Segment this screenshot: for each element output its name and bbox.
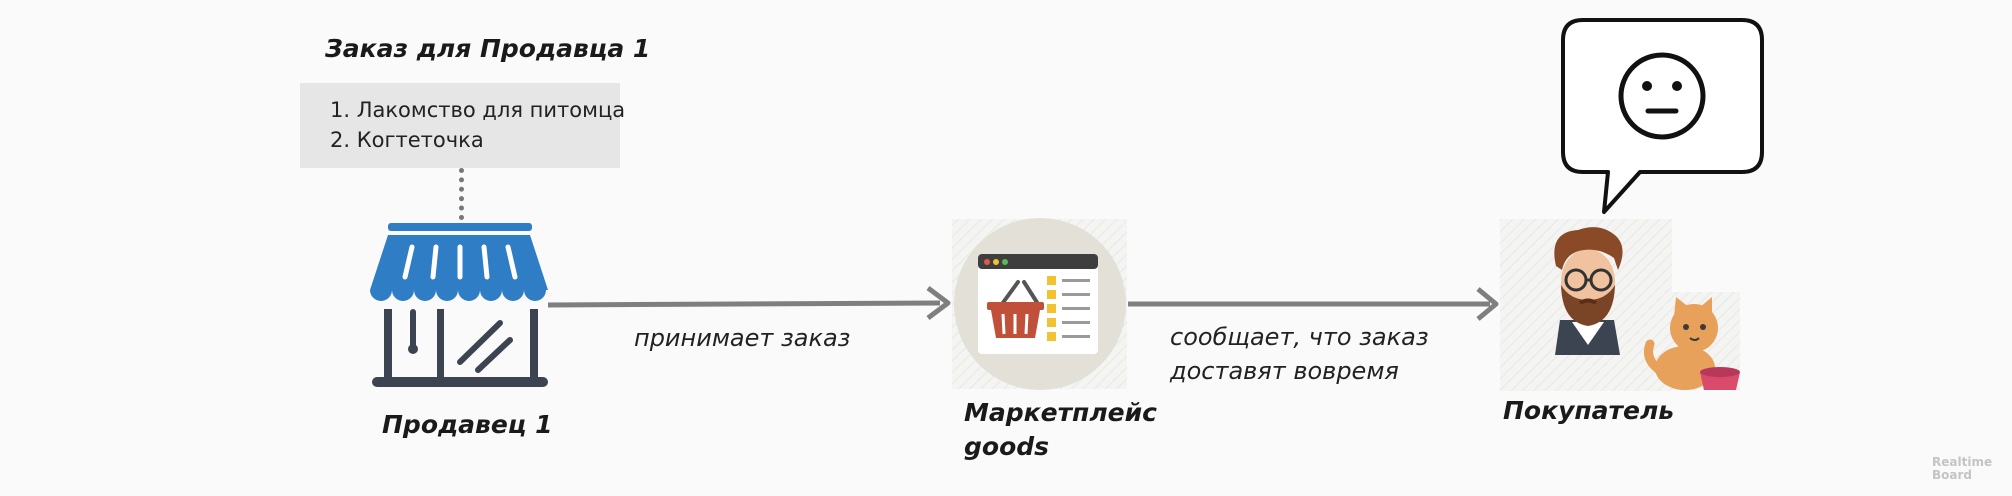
order-title: Заказ для Продавца 1 — [325, 34, 651, 63]
order-item: 2. Когтеточка — [330, 128, 484, 152]
shopping-basket-browser-icon — [952, 218, 1127, 390]
edge-label-notifies-delivery: сообщает, что заказ доставят вовремя — [1170, 320, 1429, 388]
edge-label-accepts-order: принимает заказ — [634, 324, 851, 352]
arrow-seller-to-marketplace — [547, 286, 951, 320]
edge-label-line: доставят вовремя — [1170, 357, 1399, 385]
order-items-list: 1. Лакомство для питомца 2. Когтеточка — [330, 95, 626, 155]
marketplace-label: Маркетплейс goods — [964, 396, 1157, 464]
seller-label: Продавец 1 — [382, 410, 553, 439]
buyer-label: Покупатель — [1503, 396, 1675, 425]
order-items-box: 1. Лакомство для питомца 2. Когтеточка — [300, 83, 626, 168]
watermark-line: Board — [1932, 468, 1972, 482]
realtimeboard-watermark: Realtime Board — [1932, 456, 1992, 482]
marketplace-label-line: Маркетплейс — [964, 398, 1157, 427]
order-connector-dots — [459, 168, 464, 220]
list-lines — [1047, 276, 1090, 341]
storefront-icon — [370, 223, 548, 387]
marketplace-label-line: goods — [964, 432, 1050, 461]
arrow-marketplace-to-buyer — [1128, 287, 1499, 321]
bearded-man-avatar-icon — [1500, 219, 1672, 391]
ginger-cat-icon — [1644, 292, 1740, 390]
order-item: 1. Лакомство для питомца — [330, 98, 626, 122]
edge-label-line: сообщает, что заказ — [1170, 323, 1429, 351]
watermark-line: Realtime — [1932, 455, 1993, 469]
neutral-face-icon — [1618, 52, 1706, 140]
